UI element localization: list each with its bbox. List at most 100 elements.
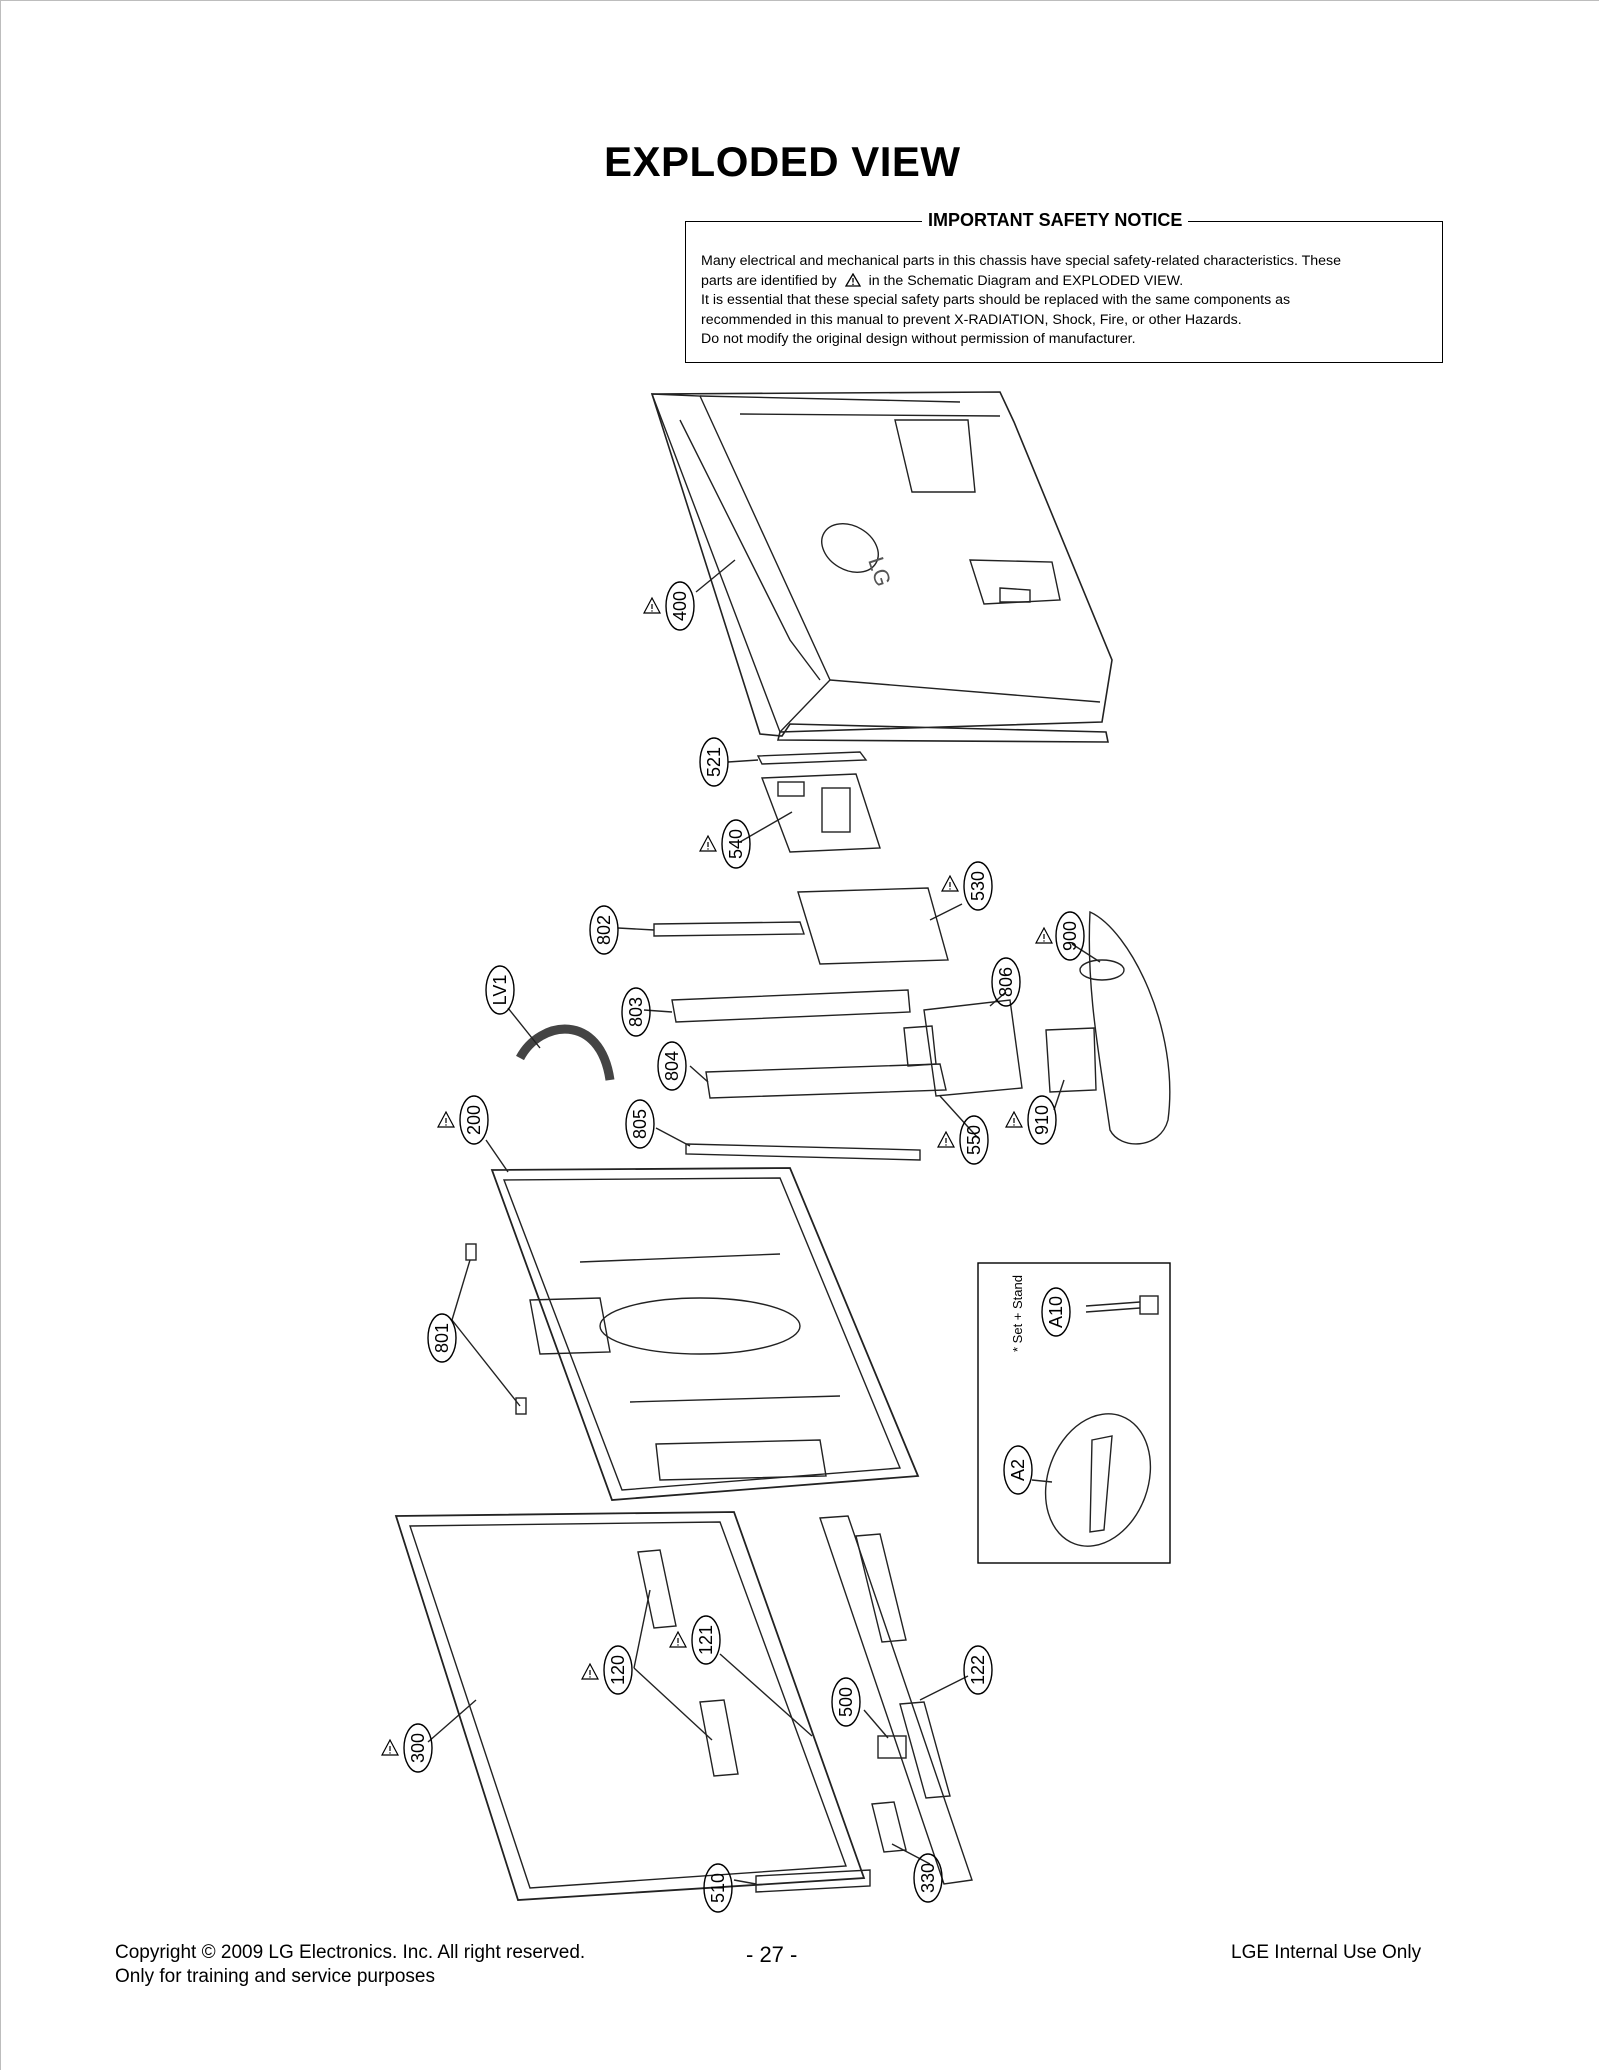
callout-521: 521: [699, 737, 729, 787]
notice-line-2: parts are identified by in the Schematic…: [701, 272, 1429, 292]
callout-900: 900: [1055, 911, 1085, 961]
part-806: [923, 999, 1023, 1097]
callout-330: 330: [913, 1853, 943, 1903]
callout-802: 802: [589, 905, 619, 955]
svg-text:910: 910: [1032, 1105, 1052, 1135]
callout-804: 804: [657, 1041, 687, 1091]
svg-text:LV1: LV1: [490, 975, 510, 1006]
callout-300: 300: [403, 1723, 433, 1773]
part-550: [903, 1025, 937, 1067]
svg-text:806: 806: [996, 967, 1016, 997]
safety-notice-body: Many electrical and mechanical parts in …: [701, 252, 1429, 350]
svg-text:803: 803: [626, 997, 646, 1027]
svg-text:802: 802: [594, 915, 614, 945]
page-number: - 27 -: [746, 1942, 798, 1967]
part-803: [671, 989, 911, 1023]
footer-internal-use: LGE Internal Use Only: [1231, 1942, 1422, 1963]
callout-530: 530: [963, 861, 993, 911]
warning-triangle-icon: [1035, 927, 1053, 944]
part-801-clip-b: [515, 1397, 527, 1415]
safety-notice-heading: IMPORTANT SAFETY NOTICE: [922, 210, 1189, 231]
part-330: [871, 1801, 907, 1853]
notice-line-2a: parts are identified by: [701, 272, 837, 289]
svg-text:900: 900: [1060, 921, 1080, 951]
callout-a10: A10: [1041, 1287, 1071, 1337]
part-804: [705, 1063, 947, 1099]
notice-line-2b: in the Schematic Diagram and EXPLODED VI…: [868, 272, 1184, 289]
callout-510: 510: [703, 1863, 733, 1913]
warning-triangle-icon: [581, 1663, 599, 1680]
svg-text:550: 550: [964, 1125, 984, 1155]
callout-200: 200: [459, 1095, 489, 1145]
part-lv1-cable: [516, 1024, 615, 1081]
callout-500: 500: [831, 1677, 861, 1727]
callout-806: 806: [991, 957, 1021, 1007]
safety-notice-box: IMPORTANT SAFETY NOTICE Many electrical …: [685, 210, 1443, 363]
part-120-b: [699, 1699, 739, 1777]
part-300-bezel: [394, 1511, 866, 1901]
part-521: [756, 751, 868, 765]
part-805: [685, 1143, 921, 1161]
svg-text:400: 400: [670, 591, 690, 621]
svg-text:804: 804: [662, 1051, 682, 1081]
warning-triangle-icon: [844, 272, 861, 287]
svg-text:801: 801: [432, 1323, 452, 1353]
warning-triangle-icon: [941, 875, 959, 892]
inset-note: * Set + Stand: [1010, 1275, 1025, 1352]
svg-text:805: 805: [630, 1109, 650, 1139]
stand-inset-box: * Set + Stand A10 A2: [977, 1262, 1171, 1564]
callout-910: 910: [1027, 1095, 1057, 1145]
part-900-stand: [1079, 910, 1171, 1145]
part-500: [877, 1735, 907, 1759]
notice-line-5: Do not modify the original design withou…: [701, 331, 1136, 347]
screw-a10: [1085, 1295, 1159, 1315]
notice-line-3: It is essential that these special safet…: [701, 292, 1291, 308]
svg-text:120: 120: [608, 1655, 628, 1685]
part-540-board: [761, 773, 881, 853]
callout-400: 400: [665, 581, 695, 631]
warning-triangle-icon: [381, 1739, 399, 1756]
svg-text:500: 500: [836, 1687, 856, 1717]
part-802: [653, 921, 805, 937]
svg-text:521: 521: [704, 747, 724, 777]
part-200-panel: [490, 1167, 920, 1501]
screwdriver-a2: [1031, 1413, 1152, 1547]
part-510-badge: [755, 1869, 871, 1893]
footer-copyright: Copyright © 2009 LG Electronics. Inc. Al…: [115, 1942, 586, 1963]
notice-line-1: Many electrical and mechanical parts in …: [701, 253, 1342, 269]
warning-triangle-icon: [437, 1111, 455, 1128]
part-122-speaker: [819, 1515, 973, 1885]
svg-text:300: 300: [408, 1733, 428, 1763]
svg-text:A2: A2: [1008, 1459, 1028, 1481]
callout-805: 805: [625, 1099, 655, 1149]
callout-801: 801: [427, 1313, 457, 1363]
svg-text:330: 330: [918, 1863, 938, 1893]
svg-text:510: 510: [708, 1873, 728, 1903]
callout-122: 122: [963, 1645, 993, 1695]
warning-triangle-icon: [937, 1131, 955, 1148]
callout-a2: A2: [1003, 1445, 1033, 1495]
warning-triangle-icon: [699, 835, 717, 852]
callout-lv1: LV1: [485, 965, 515, 1015]
footer-training-note: Only for training and service purposes: [115, 1966, 435, 1987]
warning-triangle-icon: [1005, 1111, 1023, 1128]
svg-text:530: 530: [968, 871, 988, 901]
callout-121: 121: [691, 1615, 721, 1665]
callout-120: 120: [603, 1645, 633, 1695]
warning-triangle-icon: [669, 1631, 687, 1648]
part-530-board: [797, 887, 949, 965]
callout-803: 803: [621, 987, 651, 1037]
part-910: [1045, 1027, 1097, 1093]
svg-text:121: 121: [696, 1625, 716, 1655]
callout-550: 550: [959, 1115, 989, 1165]
page-title: EXPLODED VIEW: [604, 138, 961, 185]
warning-triangle-icon: [643, 597, 661, 614]
back-cover-part: LG: [650, 391, 1113, 743]
part-120-a: [637, 1549, 677, 1629]
svg-text:A10: A10: [1046, 1296, 1066, 1328]
svg-text:200: 200: [464, 1105, 484, 1135]
lg-logo: LG: [863, 554, 896, 590]
svg-text:122: 122: [968, 1655, 988, 1685]
